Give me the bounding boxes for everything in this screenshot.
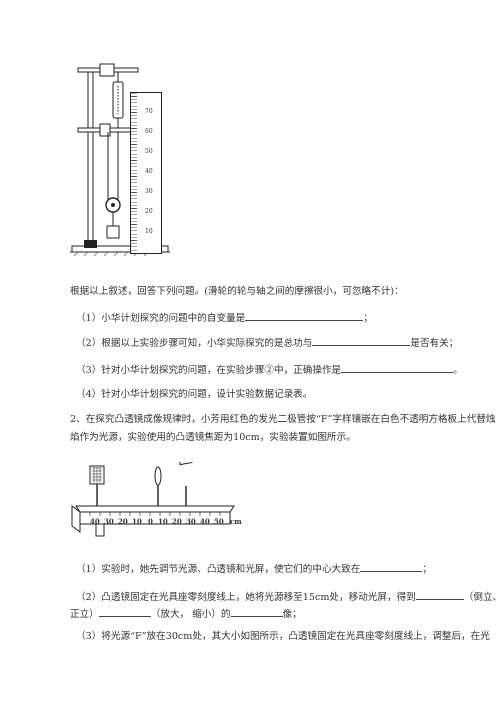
answer-blank-2[interactable]: [312, 335, 411, 346]
scale-label: 20: [118, 517, 128, 526]
scale-label: 30: [104, 517, 114, 526]
vertical-ruler: 70 60 50 40 30 20 10: [130, 92, 162, 254]
ruler-tick-label: 10: [145, 228, 153, 235]
question-2-end: 是否有关；: [410, 338, 459, 349]
scale-label: 30: [186, 517, 196, 526]
answer-blank-6[interactable]: [98, 606, 151, 617]
answer-blank-5[interactable]: [415, 589, 464, 600]
optical-bench-figure: [71, 462, 235, 537]
answer-blank-1[interactable]: [245, 310, 364, 321]
sub-question-2-line-2: 正立） （放大， 缩小）的 像；: [70, 606, 302, 622]
ruler-tick-label: 20: [145, 208, 153, 215]
scale-label: 40: [200, 517, 210, 526]
question-4: （4）针对小华计划探究的问题，设计实验数据记录表。: [76, 389, 313, 400]
scale-unit: cm: [230, 517, 242, 526]
answer-blank-4[interactable]: [360, 561, 423, 572]
question-1-end: ；: [363, 313, 373, 324]
ruler-tick-label: 60: [145, 128, 153, 135]
question-2: （2）根据以上实验步骤可知，小华实际探究的是总功与 是否有关；: [76, 335, 458, 351]
sub-question-2-line-1: （2）凸透镜固定在光具座零刻度线上，她将光源移至15cm处，移动光屏，得到 （倒立…: [76, 589, 500, 605]
ruler-tick-label: 30: [145, 188, 153, 195]
answer-blank-3[interactable]: [341, 362, 454, 373]
question-3: （3）针对小华计划探究的问题，在实验步骤②中，正确操作是 。: [76, 362, 463, 378]
ruler-tick-label: 40: [145, 168, 153, 175]
question-1-label: （1）小华计划探究的问题中的自变量是: [76, 313, 246, 324]
scale-label: 20: [172, 517, 182, 526]
pulley-apparatus-figure: [70, 63, 170, 257]
sub-question-1-end: ；: [422, 564, 432, 575]
sub-question-2-part-2: （倒立、: [463, 592, 500, 603]
sub-question-3-line-1: （3）将光源“F”放在30cm处，其大小如图所示，凸透镜固定在光具座零刻度线上，…: [76, 631, 490, 642]
sub-question-1: （1）实验时，她先调节光源、凸透镜和光屏，使它们的中心大致在 ；: [76, 561, 432, 577]
scale-label: 10: [132, 517, 142, 526]
scale-label: 0: [148, 517, 153, 526]
question-3-end: 。: [453, 365, 463, 376]
scale-label: 10: [158, 517, 168, 526]
intro-text: 根据以上叙述，回答下列问题。(滑轮的轮与轴之间的摩擦很小，可忽略不计)：: [70, 286, 404, 297]
scale-label: 40: [90, 517, 100, 526]
bench-scale: 40 30 20 10 0 10 20 30 40 50 cm: [90, 515, 250, 526]
answer-blank-7[interactable]: [230, 606, 283, 617]
sub-question-2-part-4: （放大， 缩小）的: [150, 609, 231, 620]
sub-question-2-part-1: （2）凸透镜固定在光具座零刻度线上，她将光源移至15cm处，移动光屏，得到: [76, 592, 416, 603]
problem-2-line-1: 2、在探究凸透镜成像规律时，小芳用红色的发光二极管按“F”字样镶嵌在白色不透明方…: [70, 414, 496, 425]
ruler-tick-label: 50: [145, 148, 153, 155]
problem-2-line-2: 焰作为光源，实验使用的凸透镜焦距为10cm，实验装置如图所示。: [70, 432, 356, 443]
sub-question-1-label: （1）实验时，她先调节光源、凸透镜和光屏，使它们的中心大致在: [76, 564, 361, 575]
sub-question-2-part-3: 正立）: [70, 609, 99, 620]
question-2-label: （2）根据以上实验步骤可知，小华实际探究的是总功与: [76, 338, 313, 349]
question-1: （1）小华计划探究的问题中的自变量是 ；: [76, 310, 373, 326]
sub-question-2-part-5: 像；: [282, 609, 302, 620]
scale-label: 50: [214, 517, 224, 526]
ruler-tick-label: 70: [145, 108, 153, 115]
question-3-label: （3）针对小华计划探究的问题，在实验步骤②中，正确操作是: [76, 365, 342, 376]
